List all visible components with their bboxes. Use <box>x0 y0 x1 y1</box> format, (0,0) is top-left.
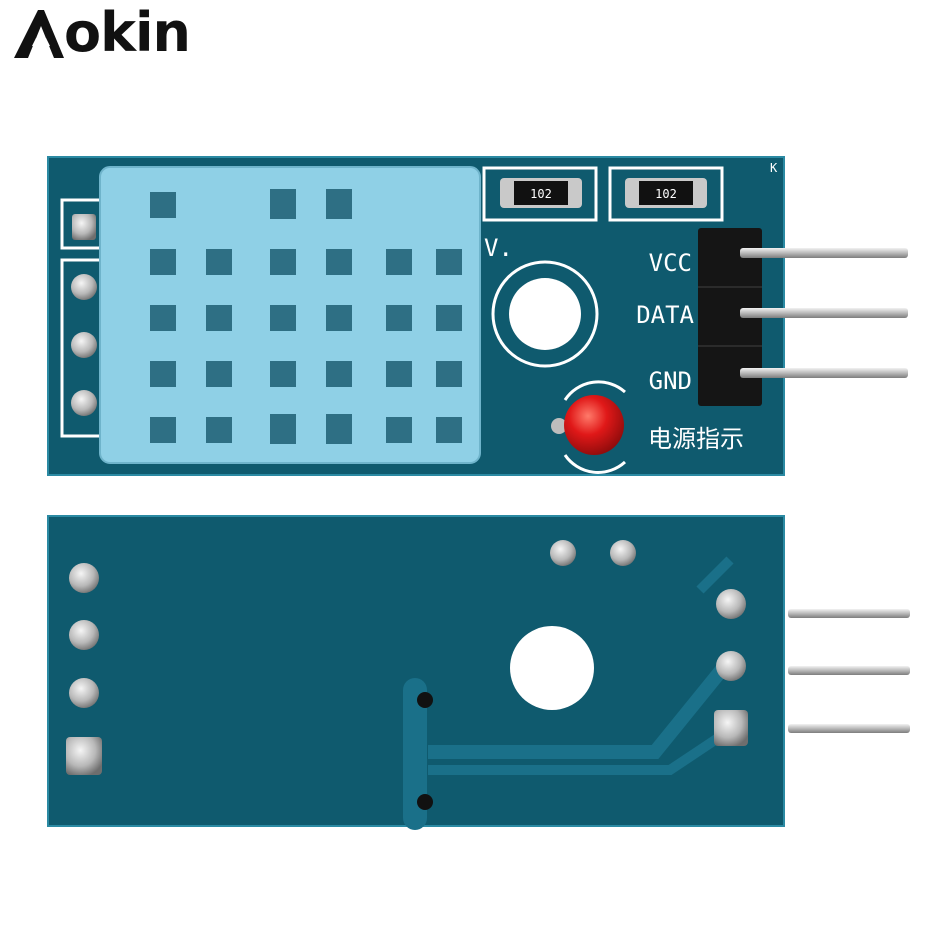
logo-a-mark-icon <box>14 10 64 58</box>
grille-slot <box>150 305 176 331</box>
header-pin <box>788 609 910 618</box>
grille-slot <box>206 361 232 387</box>
grille-slot <box>270 249 296 275</box>
solder-joint <box>69 563 99 593</box>
grille-slot <box>326 361 352 387</box>
power-led <box>551 380 627 474</box>
resistor-r2: 102 <box>608 166 724 222</box>
pin-label-gnd: GND <box>649 367 692 395</box>
solder-joint <box>69 678 99 708</box>
grille-slot <box>386 361 412 387</box>
solder-joint-square <box>66 737 102 775</box>
brand-logo: okin <box>10 1 191 64</box>
led-icon <box>564 395 624 455</box>
grille-slot <box>270 414 296 444</box>
solder-joint <box>69 620 99 650</box>
grille-slot <box>326 249 352 275</box>
front-board: 102 102 K V. 电源指示 VCC DAT <box>47 156 908 476</box>
solder-pad <box>71 390 97 416</box>
solder-joint-square <box>714 710 748 746</box>
corner-mark: K <box>770 161 778 175</box>
mount-hole <box>509 278 581 350</box>
grille-slot <box>326 305 352 331</box>
pin-label-vcc: VCC <box>649 249 692 277</box>
resistor-code: 102 <box>530 187 552 201</box>
grille-slot <box>270 305 296 331</box>
grille-slot <box>206 305 232 331</box>
mount-mark: V. <box>484 234 513 262</box>
trace <box>428 725 733 775</box>
solder-pad-square <box>72 214 96 240</box>
grille-slot <box>436 361 462 387</box>
grille-slot <box>436 305 462 331</box>
trace <box>696 556 734 594</box>
grille-slot <box>206 249 232 275</box>
grille-slot <box>150 192 176 218</box>
grille-slot <box>326 414 352 444</box>
solder-joint <box>716 651 746 681</box>
solder-pad <box>71 332 97 358</box>
pin-label-data: DATA <box>636 301 694 329</box>
resistor-r1: 102 <box>482 166 598 222</box>
resistor-code: 102 <box>655 187 677 201</box>
grille-slot <box>386 417 412 443</box>
header-pin <box>788 724 910 733</box>
solder-pad <box>71 274 97 300</box>
brand-name: okin <box>64 1 191 64</box>
via <box>417 794 433 810</box>
header-pin <box>740 368 908 378</box>
grille-slot <box>150 249 176 275</box>
header-pin <box>740 248 908 258</box>
header-pin <box>788 666 910 675</box>
solder-joint <box>716 589 746 619</box>
grille-slot <box>270 189 296 219</box>
dht11-sensor <box>99 166 481 464</box>
header-pin <box>740 308 908 318</box>
grille-slot <box>386 305 412 331</box>
grille-slot <box>436 417 462 443</box>
solder-joint <box>610 540 636 566</box>
mount-hole <box>510 626 594 710</box>
mount-hole-ring <box>491 260 599 368</box>
trace <box>428 657 734 759</box>
grille-slot <box>326 189 352 219</box>
grille-slot <box>150 361 176 387</box>
solder-joint <box>550 540 576 566</box>
grille-slot <box>150 417 176 443</box>
grille-slot <box>386 249 412 275</box>
pin-header <box>698 228 908 406</box>
power-indicator-label: 电源指示 <box>648 425 744 453</box>
via <box>417 692 433 708</box>
grille-slot <box>436 249 462 275</box>
grille-slot <box>270 361 296 387</box>
grille-slot <box>206 417 232 443</box>
back-board <box>47 515 910 830</box>
